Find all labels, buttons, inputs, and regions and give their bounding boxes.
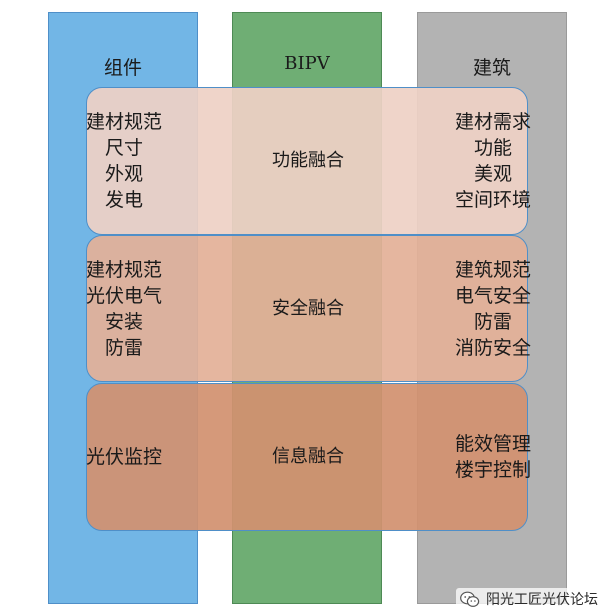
band-1-building-cell: 建材需求 功能 美观 空间环境 bbox=[418, 88, 568, 234]
band-2-building-cell: 建筑规范 电气安全 防雷 消防安全 bbox=[418, 236, 568, 381]
band-2-bipv-label: 安全融合 bbox=[272, 297, 344, 319]
band-2-bipv-cell: 安全融合 bbox=[233, 236, 383, 381]
safety-integration-band: 建材规范 光伏电气 安装 防雷 安全融合 建筑规范 电气安全 防雷 消防安全 bbox=[86, 235, 531, 382]
band-1-building-item: 美观 bbox=[473, 163, 512, 185]
watermark: 阳光工匠光伏论坛 bbox=[456, 588, 602, 610]
bipv-column-title: BIPV bbox=[284, 53, 330, 74]
band-1-building-item: 功能 bbox=[473, 137, 512, 159]
band-3-bipv-label: 信息融合 bbox=[272, 446, 344, 467]
band-1-building-item: 空间环境 bbox=[454, 189, 531, 211]
band-2-component-cell: 建材规范 光伏电气 安装 防雷 bbox=[49, 236, 199, 381]
band-3-component-item: 光伏监控 bbox=[85, 446, 162, 468]
band-3-building-item: 能效管理 bbox=[454, 433, 531, 455]
band-1-bipv-cell: 功能融合 bbox=[233, 88, 383, 234]
band-2-building-item: 消防安全 bbox=[454, 336, 531, 359]
band-2-component-item: 防雷 bbox=[104, 336, 143, 359]
band-2-component-item: 安装 bbox=[104, 310, 143, 333]
band-2-component-item: 光伏电气 bbox=[85, 284, 162, 307]
band-1-component-cell: 建材规范 尺寸 外观 发电 bbox=[49, 88, 199, 234]
information-integration-band: 光伏监控 信息融合 能效管理 楼宇控制 bbox=[86, 383, 531, 531]
band-3-bipv-cell: 信息融合 bbox=[233, 384, 383, 530]
wechat-icon bbox=[460, 591, 480, 608]
band-1-bipv-label: 功能融合 bbox=[272, 150, 344, 171]
band-1-component-item: 外观 bbox=[104, 163, 143, 185]
component-column-title: 组件 bbox=[103, 57, 142, 79]
function-integration-band: 建材规范 尺寸 外观 发电 功能融合 建材需求 功能 美观 空间环境 bbox=[86, 87, 531, 235]
band-2-building-item: 防雷 bbox=[473, 310, 512, 333]
watermark-text: 阳光工匠光伏论坛 bbox=[486, 592, 598, 608]
band-2-building-item: 电气安全 bbox=[454, 284, 531, 307]
band-1-building-item: 建材需求 bbox=[454, 111, 531, 133]
building-column-title: 建筑 bbox=[472, 57, 511, 79]
band-3-building-item: 楼宇控制 bbox=[454, 459, 531, 481]
band-3-component-cell: 光伏监控 bbox=[49, 384, 199, 530]
band-3-building-cell: 能效管理 楼宇控制 bbox=[418, 384, 568, 530]
band-1-component-item: 建材规范 bbox=[85, 111, 162, 133]
band-2-building-item: 建筑规范 bbox=[454, 258, 531, 281]
band-2-component-item: 建材规范 bbox=[85, 258, 162, 281]
band-1-component-item: 发电 bbox=[104, 189, 143, 211]
band-1-component-item: 尺寸 bbox=[104, 137, 143, 159]
